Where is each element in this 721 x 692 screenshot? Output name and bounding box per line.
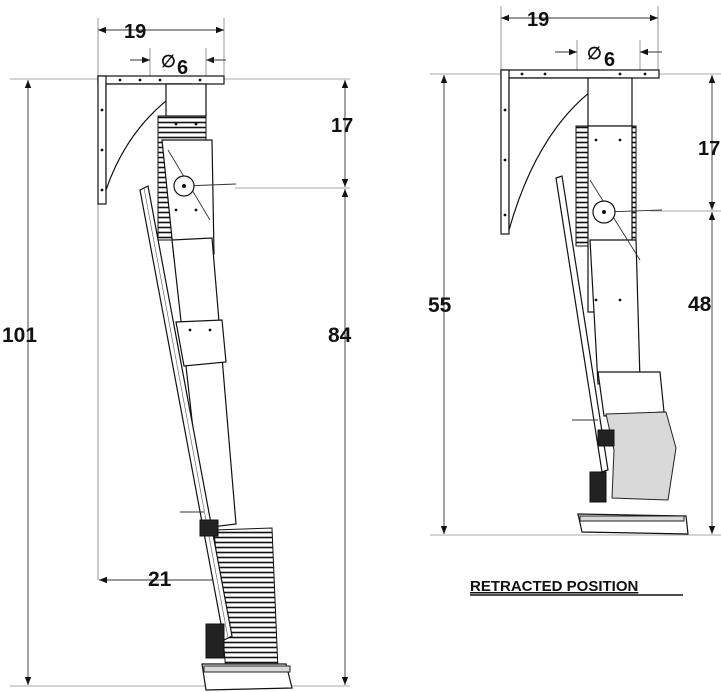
extended-boom [139, 83, 293, 691]
retracted-diameter-label: 6 [604, 49, 615, 71]
extended-diameter-symbol: ∅ [161, 52, 176, 71]
extended-top-height-label: 17 [331, 115, 353, 137]
retracted-arm-length-label: 48 [688, 293, 712, 316]
retracted-position-caption: RETRACTED POSITION [470, 578, 638, 595]
retracted-diameter-symbol: ∅ [587, 44, 602, 63]
extended-view: 19 ∅ 6 17 101 84 21 [2, 18, 353, 691]
retracted-view: 19 ∅ 6 17 55 48 RETRACTED POSITION [428, 6, 721, 596]
extended-diameter-label: 6 [177, 57, 188, 79]
extended-arm-length-label: 84 [328, 324, 352, 347]
retracted-total-height-label: 55 [428, 294, 452, 317]
extended-total-height-label: 101 [2, 324, 37, 347]
extended-width-label: 19 [124, 21, 146, 43]
extended-reach-label: 21 [148, 568, 172, 591]
retracted-width-label: 19 [527, 9, 549, 31]
retracted-top-height-label: 17 [698, 138, 720, 160]
extended-mounting-bracket [97, 75, 225, 205]
retracted-boom [555, 77, 689, 535]
